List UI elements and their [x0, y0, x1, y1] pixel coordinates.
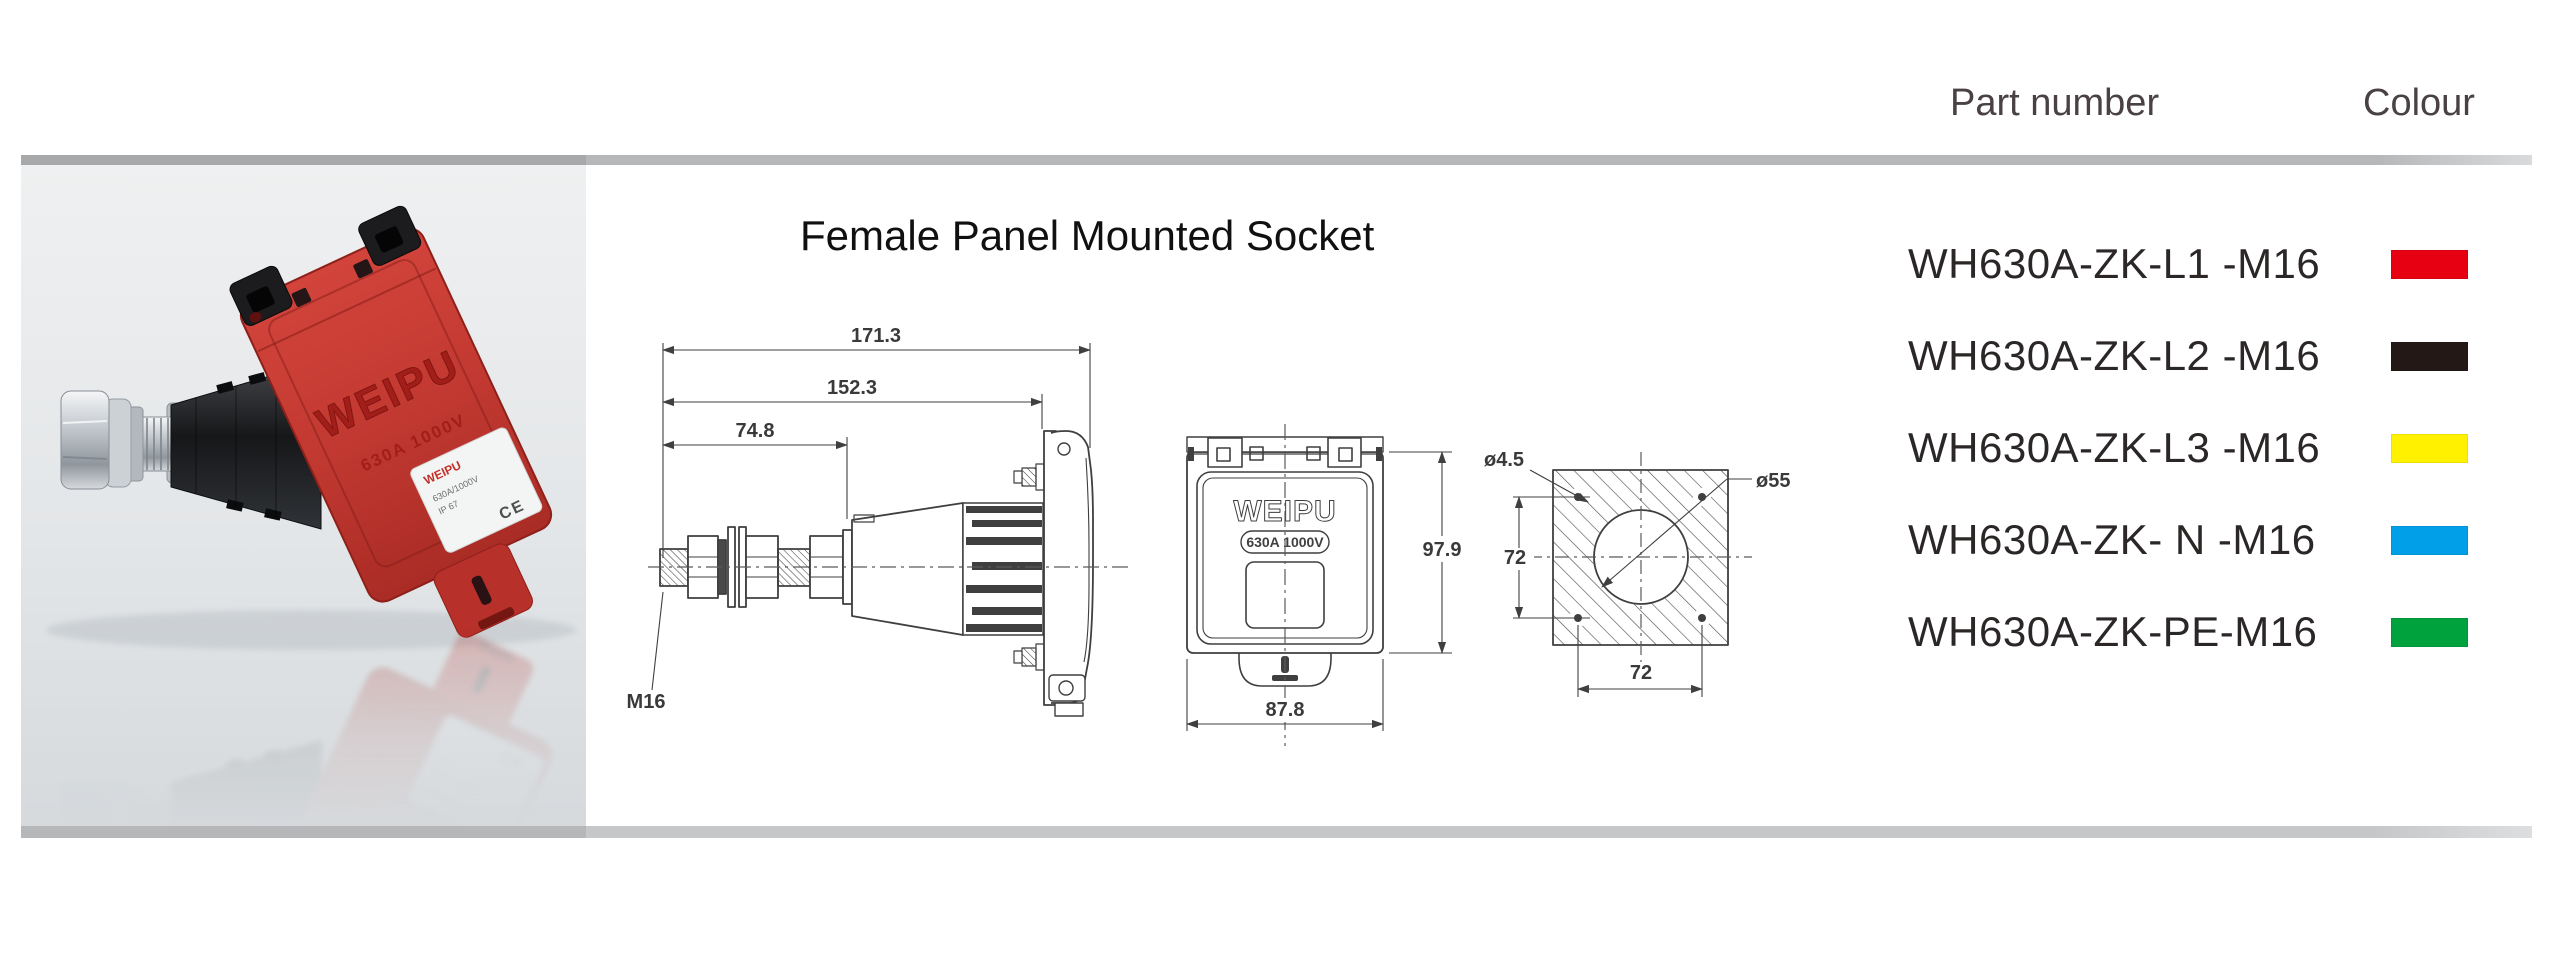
- bottom-divider-over-photo: [21, 826, 586, 838]
- dim-width: 87.8: [1266, 699, 1305, 721]
- dim-center-hole: ø55: [1756, 470, 1790, 492]
- dim-height: 97.9: [1423, 539, 1462, 561]
- part-number: WH630A-ZK-L2 -M16: [1908, 332, 2321, 379]
- part-number: WH630A-ZK-L3 -M16: [1908, 424, 2321, 471]
- colour-swatch-red: [2391, 249, 2468, 279]
- technical-drawings: 171.3 152.3 74.8 M16 WEIPU 63: [627, 325, 1790, 746]
- cooling-ribs: [966, 506, 1042, 632]
- thread-size-label: M16: [627, 691, 666, 713]
- page-title: Female Panel Mounted Socket: [800, 212, 1375, 259]
- side-view-dimensions: [651, 343, 1091, 691]
- dim-hole-spacing-v: 72: [1504, 547, 1526, 569]
- cutout-dimensions: [1513, 469, 1752, 697]
- table-row: WH630A-ZK-L1 -M16: [1908, 240, 2468, 288]
- colour-swatch-green: [2391, 617, 2468, 647]
- part-number: WH630A-ZK- N -M16: [1908, 516, 2316, 563]
- part-number-column-header: Part number: [1950, 82, 2160, 124]
- product-photo: WEIPU 630A 1000V WEIPU 630A/1000V IP 67 …: [21, 165, 586, 973]
- colour-column-header: Colour: [2363, 82, 2475, 124]
- colour-swatch-yellow: [2391, 433, 2468, 463]
- panel-cutout-drawing: ø4.5 ø55 72 72: [1484, 449, 1790, 697]
- table-row: WH630A-ZK-PE-M16: [1908, 608, 2468, 656]
- flap-latch-tab: [433, 543, 533, 638]
- product-photo-illustration: WEIPU 630A 1000V WEIPU 630A/1000V IP 67 …: [21, 165, 586, 973]
- dim-gland-length: 74.8: [736, 420, 775, 442]
- spec-label: WEIPU 630A/1000V IP 67 CE: [410, 427, 543, 553]
- top-divider-over-photo: [21, 155, 586, 165]
- table-row: WH630A-ZK- N -M16: [1908, 516, 2468, 564]
- floor-shadow: [46, 610, 576, 650]
- front-view-drawing: WEIPU 630A 1000V 97.9 87.8: [1186, 424, 1468, 746]
- dim-body-length: 152.3: [827, 377, 877, 399]
- dim-mounting-hole: ø4.5: [1484, 449, 1524, 471]
- red-flap: WEIPU 630A 1000V WEIPU 630A/1000V IP 67 …: [229, 205, 553, 638]
- table-row: WH630A-ZK-L2 -M16: [1908, 332, 2468, 380]
- colour-swatch-blue: [2391, 525, 2468, 555]
- part-number: WH630A-ZK-PE-M16: [1908, 608, 2318, 655]
- top-divider: [586, 155, 2532, 165]
- flap-clips: [229, 205, 422, 326]
- dim-hole-spacing-h: 72: [1630, 662, 1652, 684]
- side-view-drawing: 171.3 152.3 74.8 M16: [627, 325, 1130, 717]
- mounting-studs: [1013, 463, 1045, 671]
- dim-overall-length: 171.3: [851, 325, 901, 347]
- table-row: WH630A-ZK-L3 -M16: [1908, 424, 2468, 472]
- socket-product: WEIPU 630A 1000V WEIPU 630A/1000V IP 67 …: [60, 205, 553, 638]
- part-number: WH630A-ZK-L1 -M16: [1908, 240, 2321, 287]
- colour-swatch-black: [2391, 341, 2468, 371]
- bottom-divider: [586, 826, 2532, 838]
